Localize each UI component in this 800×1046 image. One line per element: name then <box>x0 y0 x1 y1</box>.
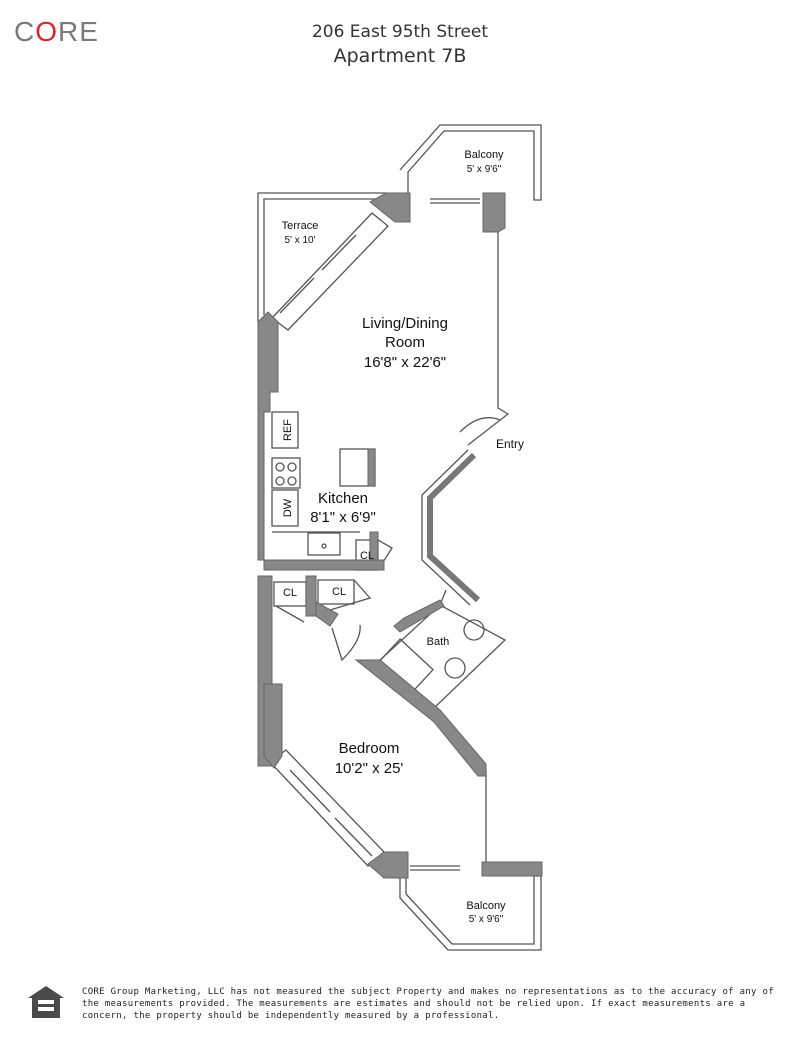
logo-text-c: C <box>14 16 36 47</box>
sink-box <box>307 532 341 556</box>
terrace-label: Terrace <box>282 220 319 232</box>
bath-label: Bath <box>427 636 450 648</box>
wall-top-left <box>369 192 411 223</box>
stove-box <box>271 457 301 489</box>
balcony-bottom-size: 5' x 9'6" <box>469 914 504 925</box>
balcony-bottom-outline <box>399 875 542 951</box>
kitchen-label: Kitchen <box>318 490 368 507</box>
terrace-size: 5' x 10' <box>284 235 315 246</box>
wall-bath-diag <box>354 659 487 777</box>
bedroom-label: Bedroom <box>339 740 400 757</box>
disclaimer-text: CORE Group Marketing, LLC has not measur… <box>82 987 774 1021</box>
core-logo[interactable]: CORE <box>14 16 99 48</box>
entry-door-swing <box>459 417 501 433</box>
bedroom-door-swing <box>331 624 361 662</box>
wall-top-right <box>482 192 506 233</box>
living-label-1: Living/Dining <box>362 315 448 332</box>
balcony-top-size: 5' x 9'6" <box>467 164 502 175</box>
floor-plan-labels: Balcony 5' x 9'6" Terrace 5' x 10' Livin… <box>282 149 524 925</box>
ref-box <box>271 411 299 449</box>
balcony-top-outline <box>399 124 542 201</box>
diagonal-wall-upper <box>421 449 471 606</box>
terrace-door <box>271 212 389 331</box>
closet-c-box <box>317 579 355 605</box>
terrace-outline <box>257 192 386 322</box>
wall-bottom-right <box>481 861 543 877</box>
closet-c-label: CL <box>332 586 346 598</box>
diagonal-wall-upper-inner <box>427 452 481 603</box>
wall-left-lower <box>263 683 283 769</box>
floor-plan-lines <box>257 124 542 951</box>
floor-plan-walls <box>257 192 543 879</box>
closet-b-label: CL <box>283 587 297 599</box>
kitchen-size: 8'1" x 6'9" <box>310 509 376 526</box>
dw-box <box>271 489 299 527</box>
logo-text-re: RE <box>58 16 99 47</box>
living-size: 16'8" x 22'6" <box>364 354 446 371</box>
unit-title: Apartment 7B <box>333 45 467 67</box>
balcony-bottom-label: Balcony <box>466 900 506 912</box>
dw-label: DW <box>282 498 294 517</box>
toilet <box>463 619 485 641</box>
equal-housing-icon <box>28 986 64 1018</box>
living-label-2: Room <box>385 334 425 351</box>
living-right-wall <box>467 225 510 446</box>
closet-a-label: CL <box>360 550 374 562</box>
logo-text-o: O <box>35 16 59 47</box>
wall-bottom-left <box>367 851 409 879</box>
ref-label: REF <box>282 419 294 441</box>
address-title: 206 East 95th Street <box>311 22 489 42</box>
bedroom-size: 10'2" x 25' <box>335 760 404 777</box>
bath-sink <box>444 657 466 679</box>
balcony-top-label: Balcony <box>464 149 504 161</box>
entry-label: Entry <box>496 437 524 451</box>
wall-left-upper <box>257 311 279 561</box>
